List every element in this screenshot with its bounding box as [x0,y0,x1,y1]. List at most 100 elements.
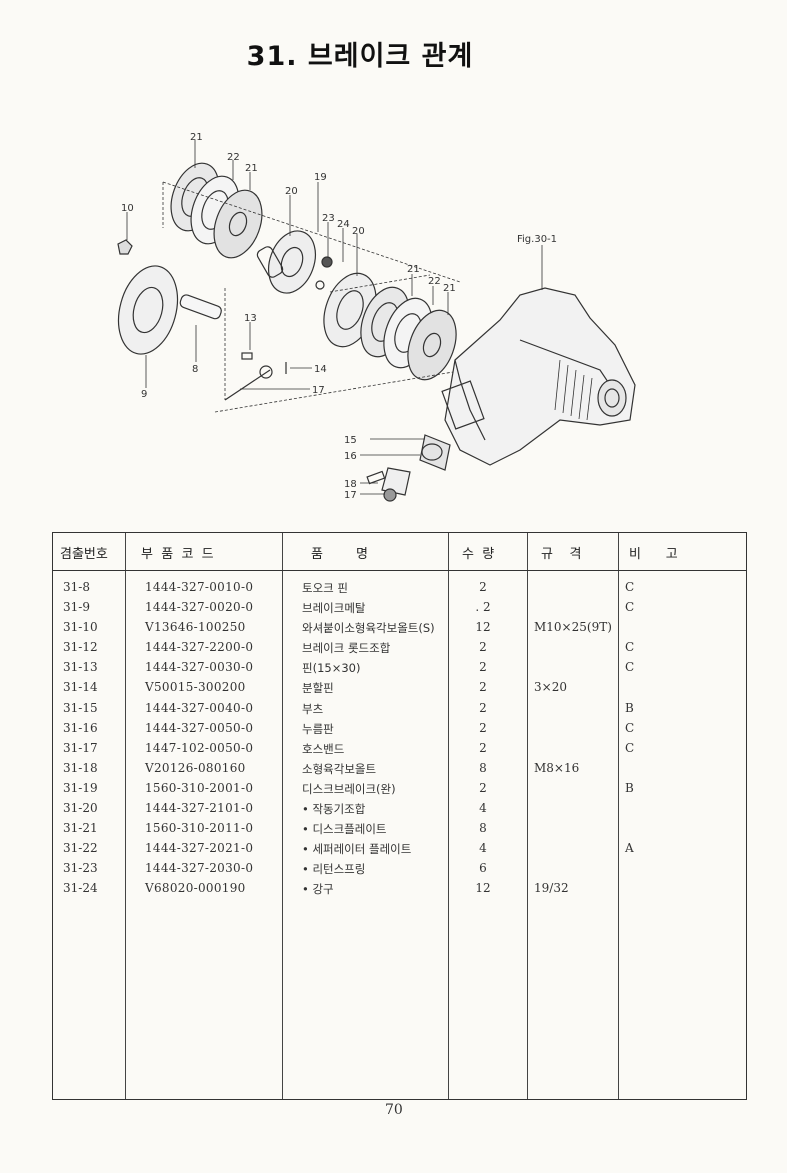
callout-label: 17 [344,490,357,501]
table-row: 31-19 1560-310-2001-0 디스크브레이크(완) 2 B [53,779,746,799]
cell-name: 호스밴드 [302,741,345,756]
cell-name: 소형육각보올트 [302,761,377,776]
cell-no: 31-10 [63,620,98,635]
callout-label: 21 [443,283,456,294]
cell-spec: M10×25(9T) [534,620,612,635]
table-row: 31-12 1444-327-2200-0 브레이크 롯드조합 2 C [53,638,746,658]
cell-qty: 4 [479,801,487,816]
cell-no: 31-19 [63,780,98,795]
cell-note: C [625,660,635,675]
cell-name: 브레이크메탈 [302,601,366,616]
cell-code: 1444-327-2030-0 [145,861,254,876]
cell-name: 누름판 [302,721,334,736]
cell-qty: 8 [479,821,487,836]
cell-name: 브레이크 롯드조합 [302,641,391,656]
cell-name: • 디스크플레이트 [302,822,387,837]
cell-code: 1444-327-0010-0 [145,580,254,594]
cell-note: C [625,720,635,735]
header-spec: 규 격 [541,547,582,562]
exploded-parts-diagram: 21 22 21 19 20 10 23 24 20 21 22 21 13 1… [117,132,636,502]
callout-label: 19 [314,172,327,183]
cell-qty: 2 [479,640,487,655]
cell-no: 31-8 [63,580,90,594]
callout-label: 10 [121,203,134,214]
header-note: 비 고 [629,547,678,562]
cell-note: B [625,700,634,715]
callout-label: 14 [314,364,327,375]
cell-no: 31-20 [63,801,98,816]
cell-note: C [625,740,635,755]
cell-code: 1444-327-2101-0 [145,801,254,816]
cell-qty: . 2 [475,600,491,615]
page-number: 70 [385,1102,403,1118]
cell-spec: M8×16 [534,760,580,775]
cell-code: 1444-327-0030-0 [145,660,254,675]
cell-no: 31-14 [63,680,98,695]
cell-no: 31-17 [63,740,98,755]
cell-qty: 2 [479,580,487,594]
cell-note: B [625,780,634,795]
header-no: 겸출번호 [60,547,108,562]
callout-label: 18 [344,479,357,490]
cell-qty: 12 [475,620,491,635]
cell-no: 31-12 [63,640,98,655]
cell-code: 1560-310-2011-0 [145,821,254,836]
cell-note: A [625,841,634,856]
cell-qty: 2 [479,700,487,715]
cell-spec: 19/32 [534,881,569,896]
callout-label: 16 [344,451,357,462]
cell-no: 31-16 [63,720,98,735]
cell-code: V50015-300200 [145,680,246,695]
callout-label: 17 [312,385,325,396]
cell-no: 31-9 [63,600,90,615]
cell-code: 1444-327-2200-0 [145,640,254,655]
cell-qty: 6 [479,861,487,876]
callout-label: 20 [285,186,298,197]
callout-label: 21 [190,132,203,143]
cell-name: • 리턴스프링 [302,862,366,877]
cell-no: 31-15 [63,700,98,715]
cell-name: 와셔붙이소형육각보올트(S) [302,621,435,636]
figure-label: Fig.30-1 [517,234,557,245]
cell-code: 1444-327-2021-0 [145,841,254,856]
page-title: 31. 브레이크 관계 [246,41,474,72]
callout-label: 15 [344,435,357,446]
cell-code: V68020-000190 [145,881,246,896]
cell-code: V13646-100250 [145,620,246,635]
table-row: 31-20 1444-327-2101-0 • 작동기조합 4 [53,799,746,819]
callout-label: 8 [192,364,198,375]
cell-code: V20126-080160 [145,760,246,775]
cell-name: 디스크브레이크(완) [302,781,396,796]
callout-label: 22 [428,276,441,287]
cell-code: 1447-102-0050-0 [145,740,254,755]
cell-qty: 2 [479,740,487,755]
cell-qty: 8 [479,760,487,775]
callout-label: 20 [352,226,365,237]
callout-label: 24 [337,219,350,230]
cell-qty: 2 [479,720,487,735]
cell-code: 1560-310-2001-0 [145,780,254,795]
cell-no: 31-22 [63,841,98,856]
cell-name: • 강구 [302,882,334,897]
cell-qty: 2 [479,660,487,675]
table-row: 31-21 1560-310-2011-0 • 디스크플레이트 8 [53,819,746,839]
callout-label: 22 [227,152,240,163]
cell-name: • 작동기조합 [302,802,366,817]
cell-note: C [625,640,635,655]
table-row: 31-17 1447-102-0050-0 호스밴드 2 C [53,739,746,759]
callout-label: 23 [322,213,335,224]
cell-note: C [625,580,635,594]
cell-code: 1444-327-0050-0 [145,720,254,735]
cell-qty: 2 [479,780,487,795]
table-row: 31-10 V13646-100250 와셔붙이소형육각보올트(S) 12 M10×25… [53,618,746,638]
cell-code: 1444-327-0040-0 [145,700,254,715]
cell-no: 31-21 [63,821,98,836]
